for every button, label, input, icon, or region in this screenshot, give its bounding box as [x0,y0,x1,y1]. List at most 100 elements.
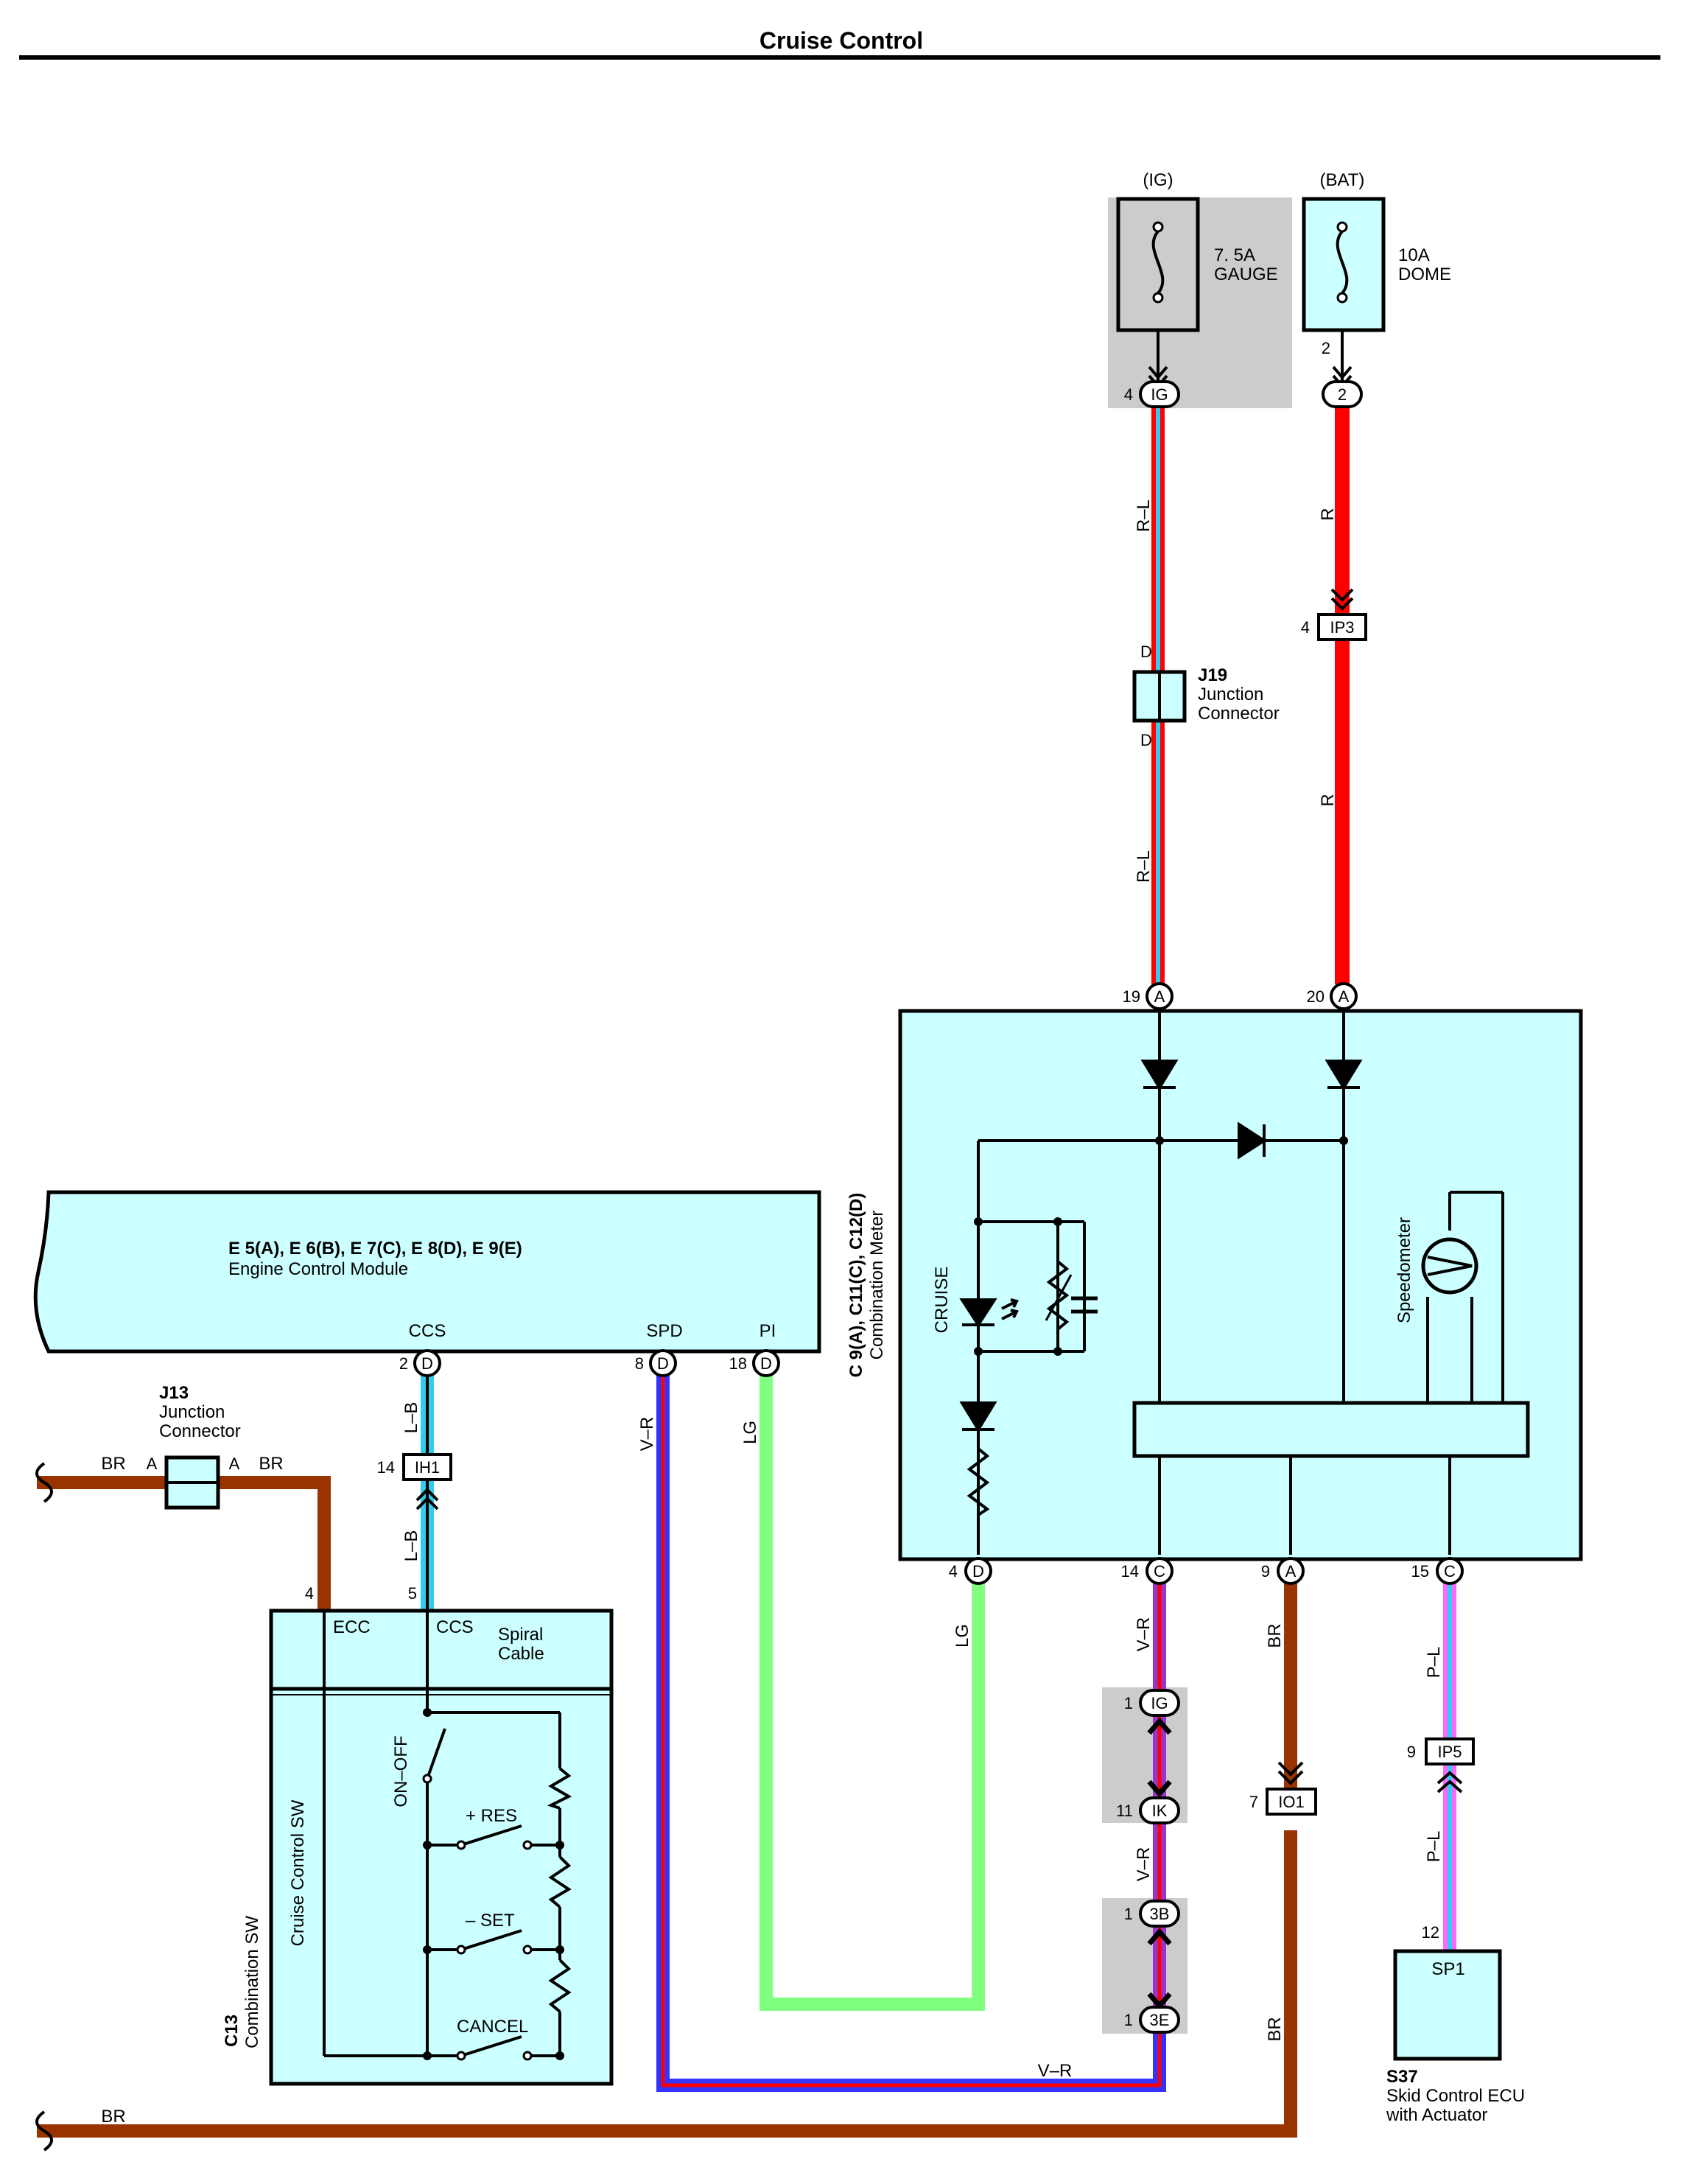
fuse-gauge: (IG) 7. 5A GAUGE [1116,170,1278,380]
wire-label-r-2: R [1318,794,1338,806]
wire-break-left-top [35,1462,53,1503]
sw-pin-ccs: 5 [408,1584,417,1603]
connector-ip5: IP5 9 [1407,1737,1475,1793]
wire-label-vr-bottom: V–R [1038,2061,1073,2081]
meter-resistor-2-icon [966,1447,990,1516]
skid-ecu-name-2: with Actuator [1386,2105,1487,2125]
on-off-switch-arm [426,1728,446,1779]
io1-chevron-icon [1277,1761,1304,1785]
meter-diode-19-icon [1140,1060,1179,1091]
connector-bat-2-label: 2 [1338,385,1347,404]
wire-br-ground [37,1830,1297,2138]
j13-name-2: Connector [159,1421,241,1441]
fuse-dome-element-icon [1336,230,1349,295]
wire-label-lg-ecm: LG [740,1421,760,1444]
meter-pin-14-letter: C [1154,1562,1165,1581]
fuse-gauge-name: GAUGE [1214,265,1278,284]
meter-pin-15-num: 15 [1411,1562,1429,1581]
wire-br-j13-right [218,1476,331,1609]
wire-label-br-meter: BR [1265,1623,1285,1648]
skid-ecu-pin: 12 [1422,1923,1439,1942]
connector-io1-pin: 7 [1249,1793,1258,1811]
meter-pin-19-num: 19 [1123,987,1140,1006]
wire-label-br-2: BR [1265,2017,1285,2041]
wire-label-pl-1: P–L [1424,1647,1444,1679]
spiral-cable-label-2: Cable [498,1644,544,1664]
ecm-pin-18-num: 18 [729,1354,747,1373]
meter-resistor-1-icon [1046,1260,1070,1331]
connector-3e: 3E 1 [1124,2006,1180,2034]
switch-circuit [323,1611,561,2057]
cruise-indicator-led-icon [959,1298,997,1328]
j19-pin-top: D [1140,643,1152,661]
wire-label-vr-ecm: V–R [637,1417,657,1452]
ecm-id: E 5(A), E 6(B), E 7(C), E 8(D), E 9(E) [228,1239,522,1259]
j13-pin-right: A [229,1455,240,1473]
ip3-chevron-icon [1330,588,1354,611]
ig-ik-mating-icon [1147,1717,1172,1798]
skid-ecu-id: S37 [1386,2067,1418,2087]
ih1-chevron-icon [415,1488,439,1511]
fuse-dome: (BAT) 10A DOME 2 [1302,170,1451,380]
wire-break-left-bottom [35,2110,53,2152]
combination-meter-id: C 9(A), C11(C), C12(D) [846,1193,866,1378]
ecm-terminal-ccs: CCS [409,1321,446,1341]
skid-ecu-name-1: Skid Control ECU [1386,2086,1525,2106]
fuse-dome-pin: 2 [1322,339,1330,357]
set-switch-arm [460,1929,522,1951]
j13-id: J13 [159,1383,189,1403]
meter-pin-9-letter: A [1285,1562,1297,1581]
sw-terminal-ecc: ECC [333,1617,371,1637]
wire-label-lg-meter: LG [952,1624,972,1648]
combination-meter-name: Combination Meter [867,1211,887,1360]
speedometer-gauge-icon [1421,1237,1478,1295]
ecm-pin-2-letter: D [421,1354,433,1373]
j19-name-2: Connector [1198,704,1280,724]
meter-pin-19-letter: A [1154,987,1165,1006]
switch-label-set: – SET [466,1911,515,1931]
sw-pin-ecc: 4 [305,1584,314,1603]
switch-resistor-1-icon [547,1767,572,1810]
wire-label-br-j13-left: BR [101,1454,125,1474]
connector-ip3-label: IP3 [1330,618,1354,637]
switch-resistor-2-icon [548,1855,572,1908]
j19-id: J19 [1198,665,1227,685]
ecm-pin-8-letter: D [657,1354,669,1373]
connector-bat-2: 2 [1322,380,1363,408]
led-light-rays-icon [1001,1298,1019,1320]
fuse-dome-source: (BAT) [1320,170,1365,190]
ecm-pin-2-num: 2 [399,1354,408,1373]
meter-pin-4-letter: D [972,1562,984,1581]
connector-3b-label: 3B [1150,1905,1170,1923]
wire-label-rl-2: R–L [1134,850,1154,883]
wire-label-vr-1: V–R [1134,1617,1154,1652]
connector-ih1: IH1 14 [377,1453,452,1511]
connector-ik-label: IK [1152,1802,1168,1820]
combination-switch: 4 5 ECC CCS Spiral Cable [222,1584,614,2086]
connector-ik: IK 11 [1116,1796,1180,1824]
wire-label-rl-1: R–L [1134,500,1154,532]
connector-3e-label: 3E [1150,2011,1170,2029]
j13-name-1: Junction [159,1402,225,1422]
skid-control-ecu: 12 SP1 S37 Skid Control ECU with Actuato… [1386,1923,1525,2125]
j19-name-1: Junction [1198,685,1263,704]
connector-ig-inline-pin: 1 [1124,1694,1133,1712]
wire-label-br-j13-right: BR [259,1454,283,1474]
connector-3e-pin: 1 [1124,2011,1133,2029]
wire-lg-pi [759,1375,985,2011]
meter-pin-20-num: 20 [1307,987,1325,1006]
ecm-pin-8-num: 8 [635,1354,644,1373]
switch-label-cancel: CANCEL [457,2017,528,2037]
ecm-terminal-pi: PI [759,1321,776,1341]
switch-resistor-3-icon [548,1959,572,2013]
wire-label-lb-1: L–B [401,1402,421,1434]
wire-label-vr-2: V–R [1134,1847,1154,1882]
wire-label-r-1: R [1318,508,1338,520]
junction-connector-j13: J13 Junction Connector A A BR BR [101,1383,284,1510]
switch-label-res: + RES [466,1806,517,1826]
speedometer-label: Speedometer [1394,1217,1414,1323]
connector-3b: 3B 1 [1124,1900,1180,1928]
connector-ip5-pin: 9 [1407,1743,1416,1761]
wire-label-br-bottom: BR [101,2107,125,2127]
meter-pin-15-letter: C [1444,1562,1456,1581]
